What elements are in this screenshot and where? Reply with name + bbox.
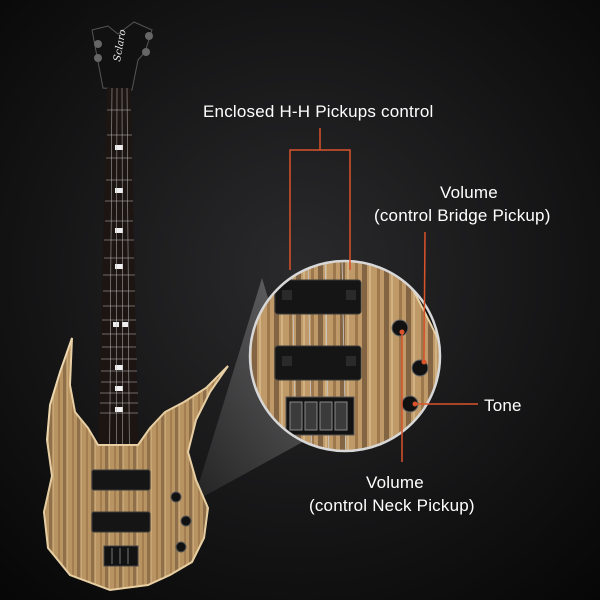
tone-label: Tone — [484, 396, 522, 415]
bridge-pickup — [91, 511, 151, 533]
neck — [98, 87, 138, 561]
pickups-callout-label: Enclosed H-H Pickups control — [203, 102, 434, 121]
volume-bridge-sublabel: (control Bridge Pickup) — [374, 206, 551, 225]
knob-icon — [170, 491, 182, 503]
volume-neck-sublabel: (control Neck Pickup) — [309, 496, 475, 515]
callout-lines — [289, 128, 478, 462]
neck-pickup — [91, 469, 151, 491]
zoom-neck-pickup — [274, 279, 362, 315]
volume-neck-label: Volume — [366, 473, 424, 492]
volume-bridge-label: Volume — [440, 183, 498, 202]
knob-icon — [180, 515, 192, 527]
volume-neck-knob-icon — [391, 319, 409, 337]
knob-icon — [175, 541, 187, 553]
guitar-body — [42, 337, 229, 592]
zoom-bridge-pickup — [274, 345, 362, 381]
bridge — [103, 545, 139, 567]
zoom-beam — [188, 278, 310, 505]
headstock: Sclaro — [91, 21, 153, 91]
zoom-circle — [248, 259, 442, 453]
volume-bridge-callout-line — [423, 231, 426, 363]
